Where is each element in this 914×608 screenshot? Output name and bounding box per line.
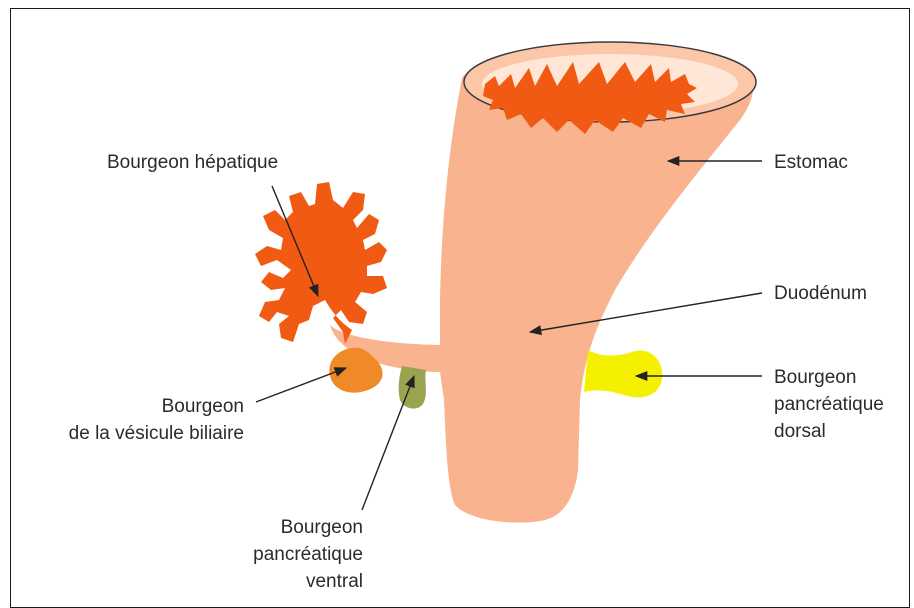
- label-gallbladder-line-1: Bourgeon: [162, 396, 244, 417]
- label-stomach: Estomac: [774, 152, 848, 173]
- label-dorsal-line-1: Bourgeon: [774, 367, 856, 388]
- label-liver-bud: Bourgeon hépatique: [107, 152, 278, 173]
- label-ventral-line-2: pancréatique: [253, 544, 363, 565]
- liver-bud-shape: [255, 182, 387, 344]
- label-ventral-line-3: ventral: [306, 571, 363, 592]
- arrow-ventral-pancreatic-bud: [362, 376, 414, 510]
- label-duodenum: Duodénum: [774, 283, 867, 304]
- label-dorsal-line-2: pancréatique: [774, 394, 884, 415]
- label-dorsal-line-3: dorsal: [774, 421, 826, 442]
- foregut-diagram: Bourgeon hépatique Estomac Duodénum Bour…: [0, 0, 914, 594]
- stomach-duodenum-tube: [330, 50, 753, 522]
- label-gallbladder-line-2: de la vésicule biliaire: [69, 423, 244, 444]
- arrow-gallbladder-bud: [256, 368, 346, 402]
- ventral-pancreatic-bud-shape: [399, 366, 426, 409]
- dorsal-pancreatic-bud-shape: [584, 350, 662, 397]
- label-ventral-line-1: Bourgeon: [281, 517, 363, 538]
